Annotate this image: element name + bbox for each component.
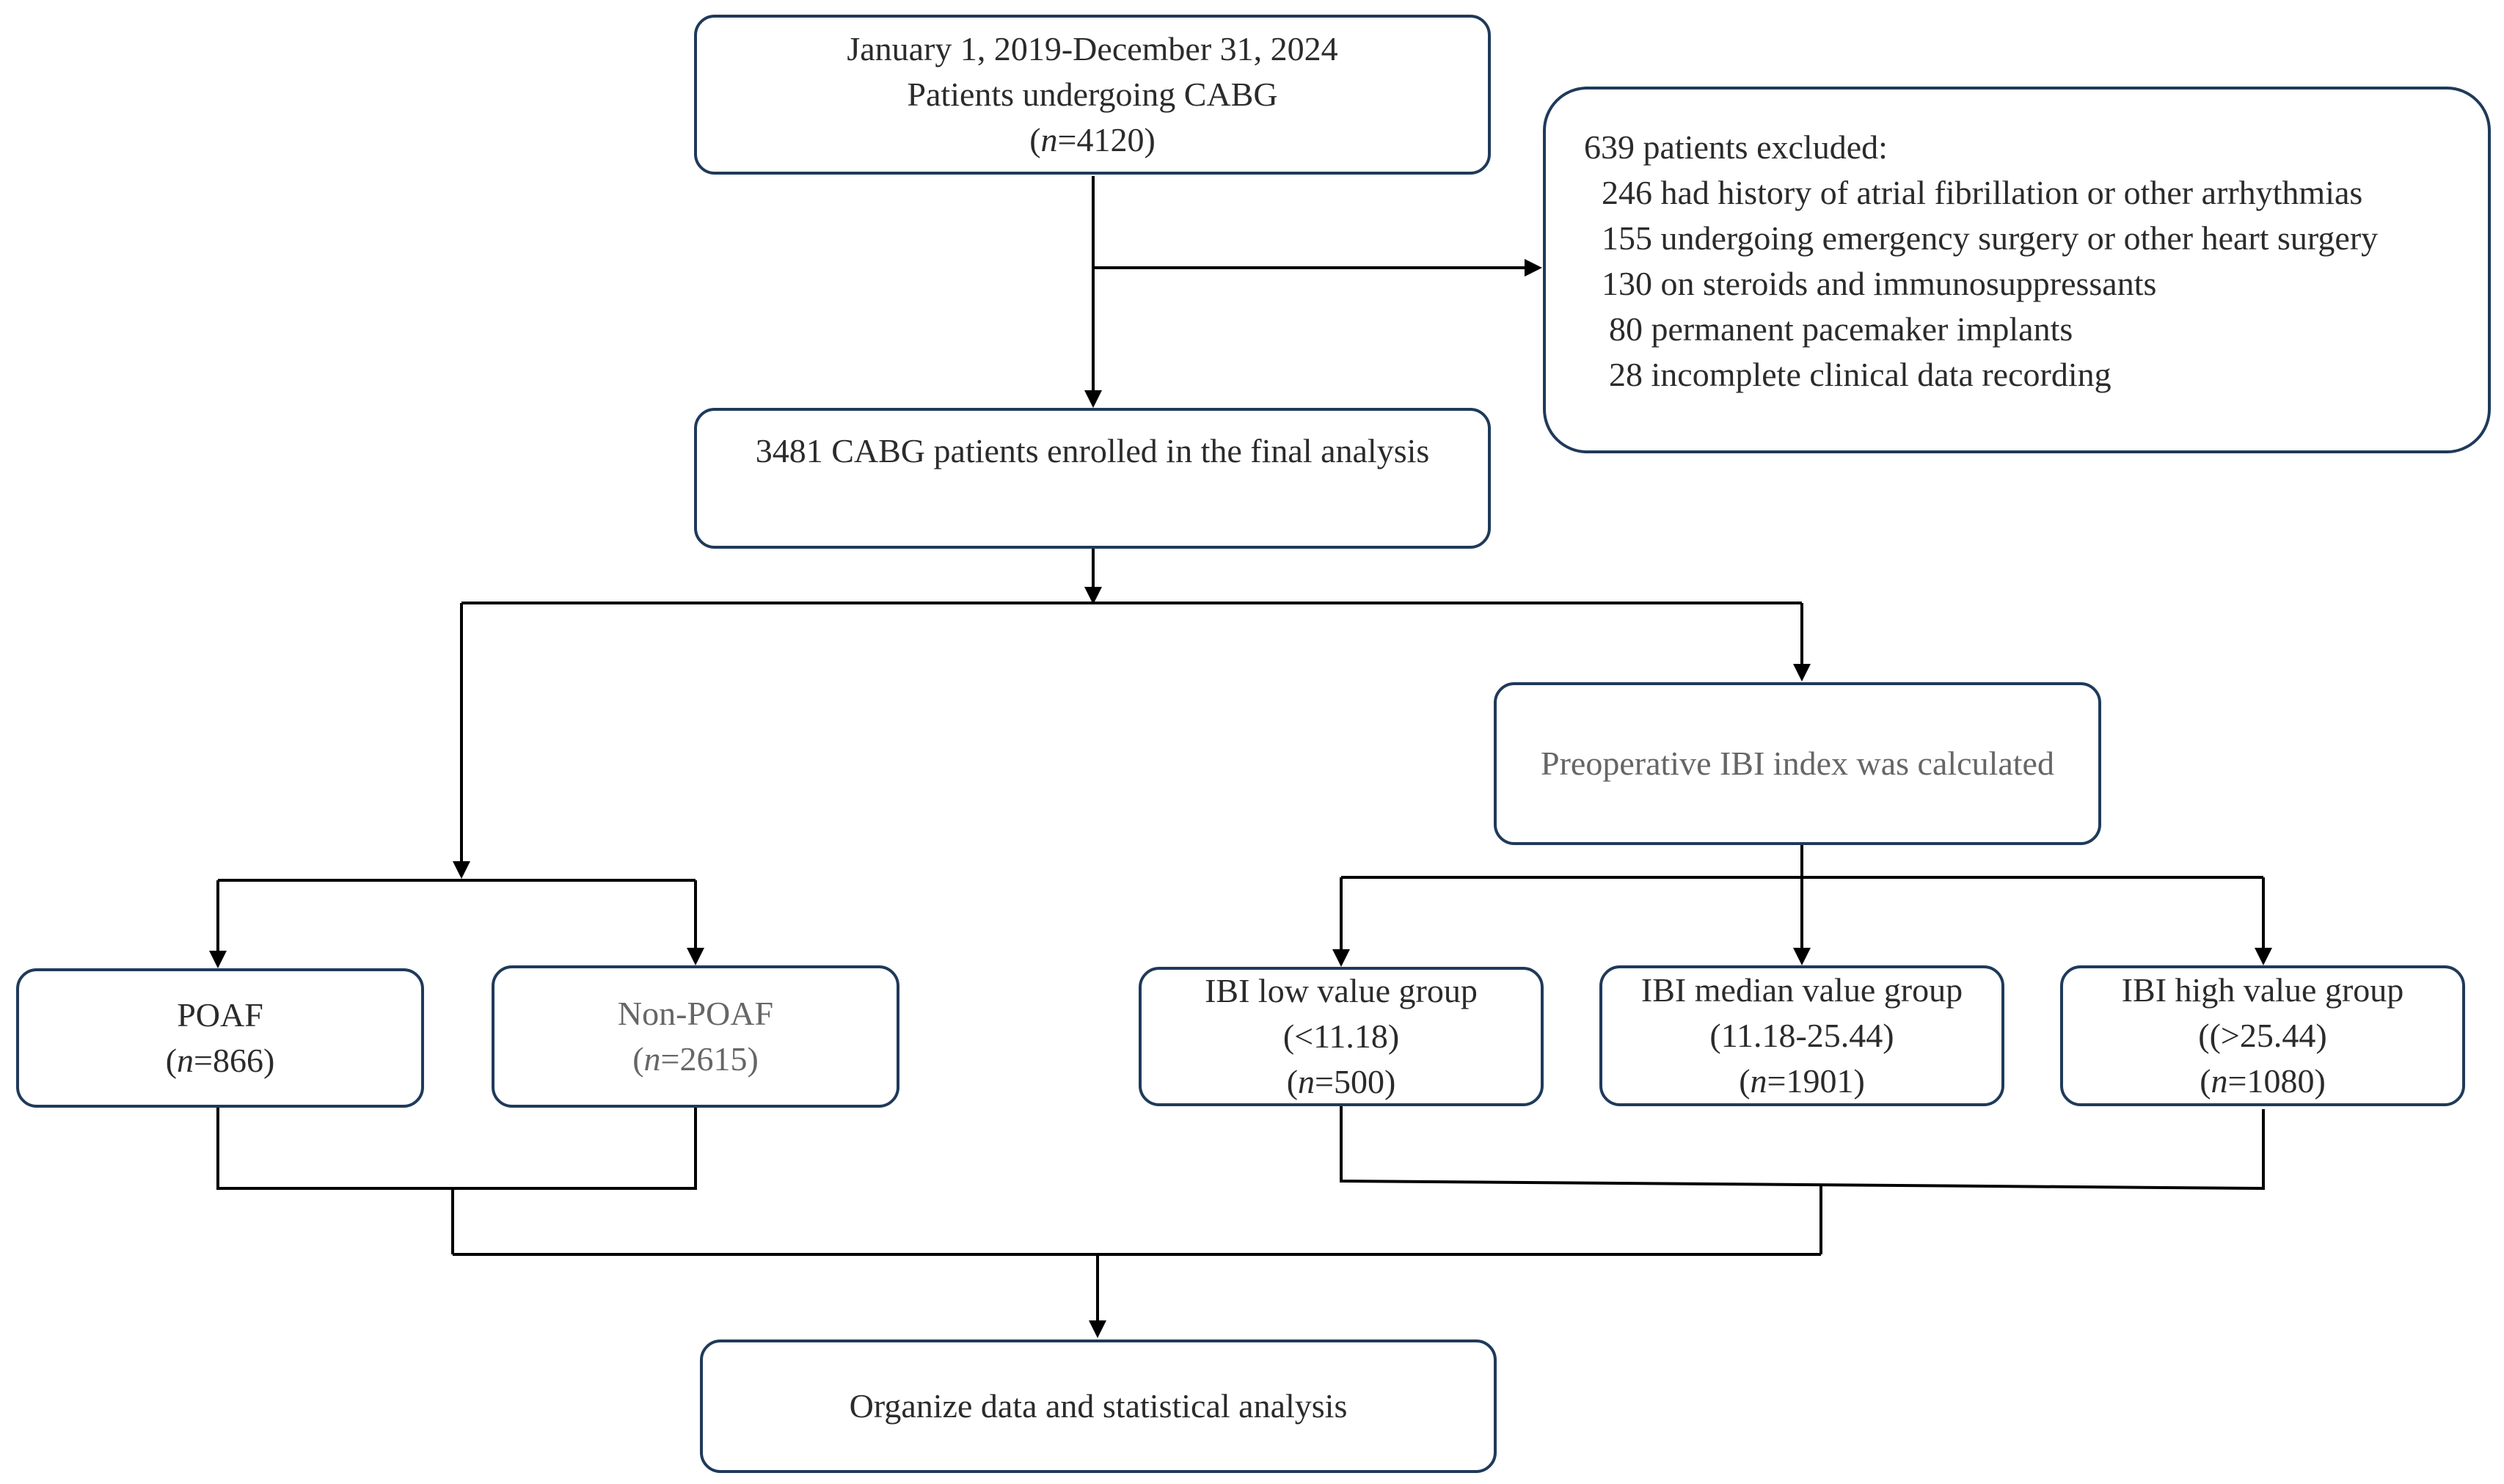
n-symbol: n [1298,1063,1315,1100]
population-text: Patients undergoing CABG [907,76,1278,113]
ibi-high-n: (n=1080) [2200,1062,2326,1100]
n-value: =1901 [1767,1062,1854,1100]
study-period-text: January 1, 2019-December 31, 2024 [847,30,1338,67]
final-analysis-box: Organize data and statistical analysis [700,1339,1497,1473]
ibi-low-box: IBI low value group (<11.18) (n=500) [1139,967,1544,1106]
n-count: (n=4120) [1029,121,1156,158]
ibi-low-range: (<11.18) [1282,1017,1400,1055]
exclusion-item: 28 incomplete clinical data recording [1609,356,2111,393]
poaf-title: POAF [177,996,263,1034]
n-symbol: n [643,1040,661,1078]
n-value: =866 [194,1042,263,1079]
ibi-high-box: IBI high value group ((>25.44) (n=1080) [2060,965,2465,1106]
line-ibi-merge [1340,1106,2265,1191]
ibi-median-n: (n=1901) [1739,1062,1865,1100]
exclusion-box: 639 patients excluded: 246 had history o… [1543,87,2491,453]
ibi-high-title: IBI high value group [2121,971,2404,1009]
enrolled-box: 3481 CABG patients enrolled in the final… [694,408,1491,549]
final-analysis-text: Organize data and statistical analysis [849,1387,1348,1425]
non-poaf-n: (n=2615) [632,1040,759,1078]
study-period-box: January 1, 2019-December 31, 2024 Patien… [694,15,1491,175]
ibi-median-box: IBI median value group (11.18-25.44) (n=… [1599,965,2004,1106]
n-value: =1080 [2227,1062,2315,1100]
ibi-high-range: ((>25.44) [2198,1017,2327,1054]
n-symbol: n [1750,1062,1767,1100]
n-value: =500 [1315,1063,1384,1100]
enrolled-text: 3481 CABG patients enrolled in the final… [755,432,1430,469]
ibi-low-title: IBI low value group [1205,972,1478,1009]
line-outcome-merge [216,1106,697,1190]
exclusion-item: 246 had history of atrial fibrillation o… [1602,174,2363,211]
ibi-calc-text: Preoperative IBI index was calculated [1541,745,2054,782]
ibi-median-title: IBI median value group [1640,971,1963,1009]
non-poaf-box: Non-POAF (n=2615) [492,965,899,1108]
ibi-median-range: (11.18-25.44) [1709,1017,1894,1054]
exclusion-item: 80 permanent pacemaker implants [1609,310,2073,348]
exclusion-item: 155 undergoing emergency surgery or othe… [1602,219,2379,257]
n-symbol: n [2211,1062,2228,1100]
non-poaf-title: Non-POAF [617,995,774,1032]
n-symbol: n [1040,121,1058,158]
ibi-calc-box: Preoperative IBI index was calculated [1494,682,2101,845]
exclusion-item: 130 on steroids and immunosuppressants [1602,265,2157,302]
n-value: =4120 [1057,121,1145,158]
ibi-low-n: (n=500) [1286,1063,1396,1100]
exclusion-header: 639 patients excluded: [1584,128,1888,166]
poaf-box: POAF (n=866) [16,968,424,1108]
poaf-n: (n=866) [165,1042,275,1079]
n-value: =2615 [660,1040,748,1078]
n-symbol: n [177,1042,194,1079]
